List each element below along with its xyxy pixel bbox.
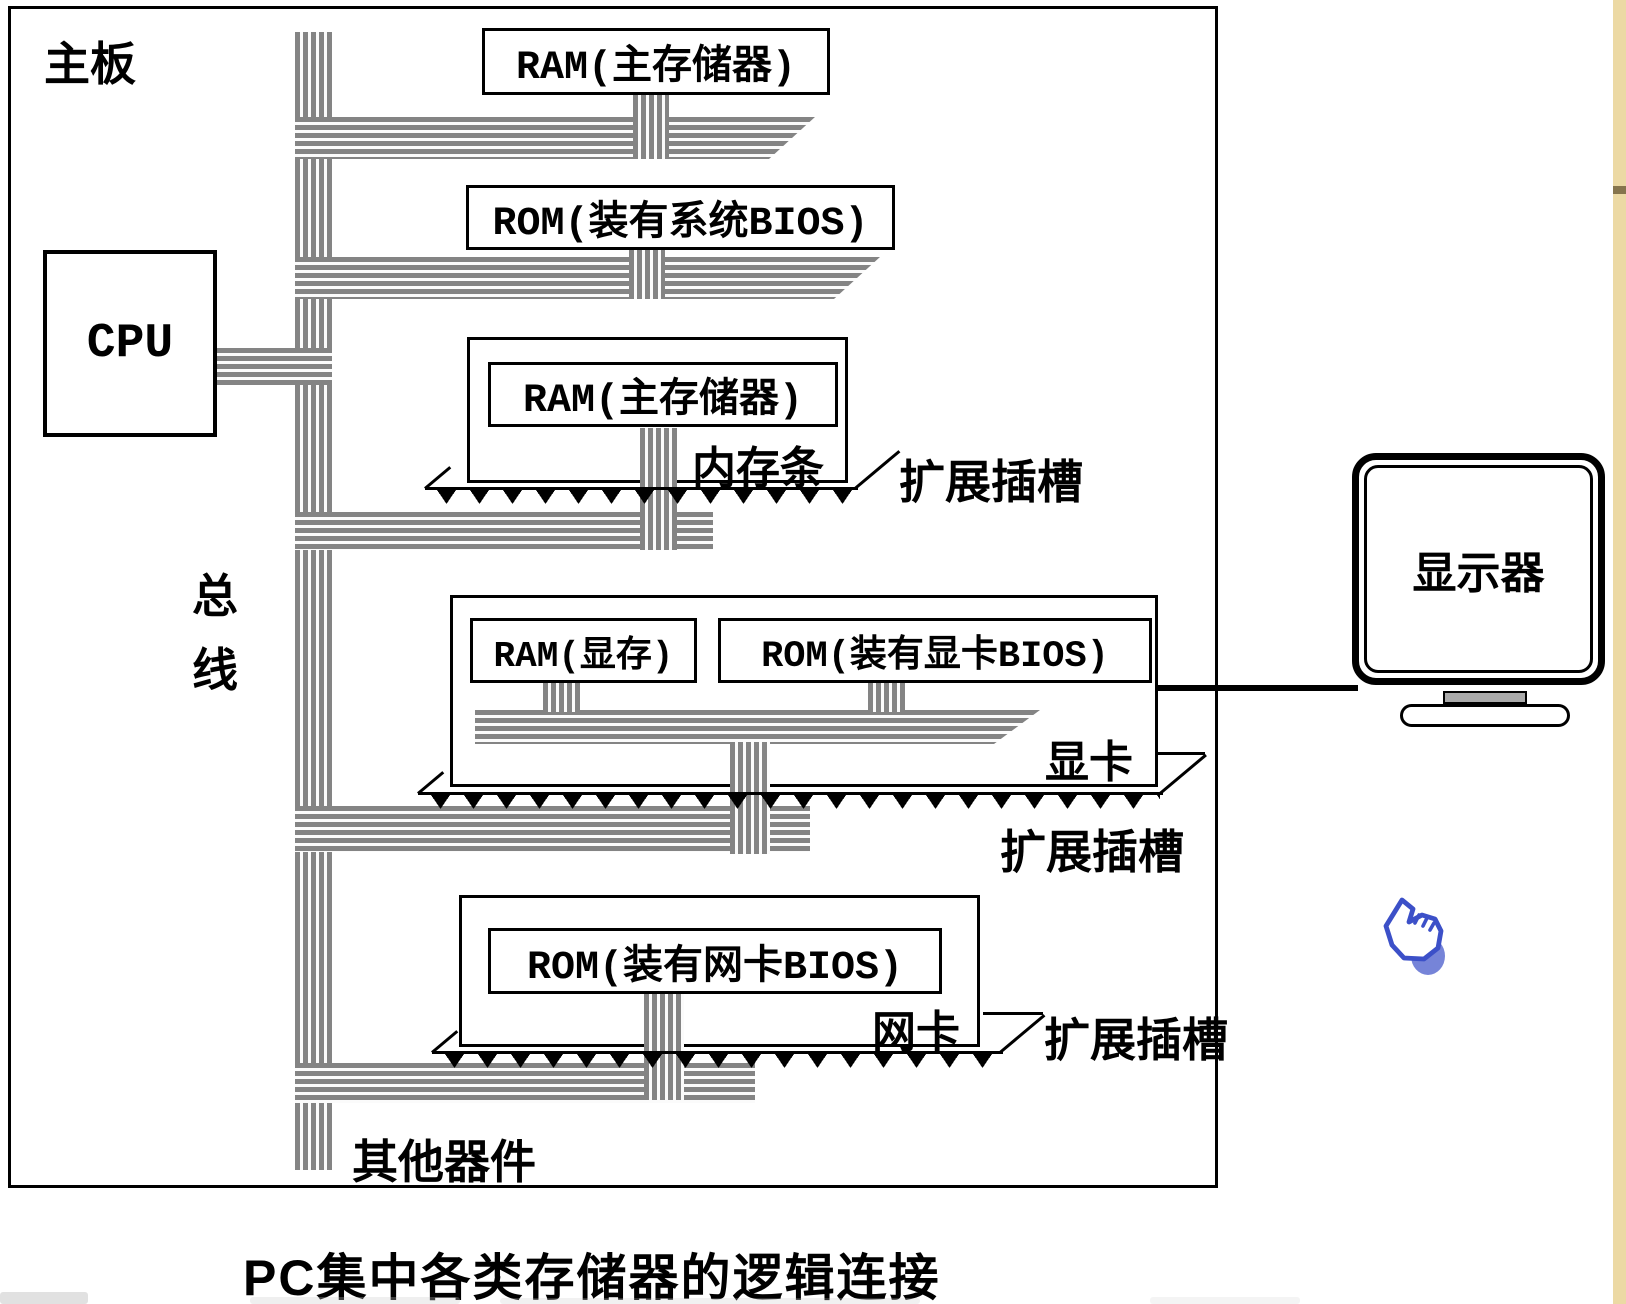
network-slot-label: 扩展插槽 bbox=[1044, 1014, 1228, 1066]
gpu-rom-text: ROM(装有显卡BIOS) bbox=[761, 636, 1109, 678]
monitor: 显示器 bbox=[1352, 453, 1605, 685]
bus-branch-ram-main bbox=[295, 117, 815, 159]
graphics-slot-teeth bbox=[424, 794, 1160, 809]
ram-main-box: RAM(主存储器) bbox=[482, 28, 830, 95]
monitor-screen: 显示器 bbox=[1364, 465, 1593, 673]
monitor-cable bbox=[1158, 685, 1358, 691]
memory-module-chip-box: RAM(主存储器) bbox=[488, 362, 838, 427]
network-slot-line bbox=[432, 1051, 1003, 1054]
window-edge-strip bbox=[1613, 0, 1626, 1304]
bottom-edge-artifact bbox=[500, 1298, 920, 1304]
bus-trunk bbox=[295, 32, 332, 1170]
rom-system-text: ROM(装有系统BIOS) bbox=[492, 202, 869, 247]
bottom-edge-artifact bbox=[1150, 1297, 1300, 1304]
vram-connector bbox=[543, 683, 580, 712]
bottom-edge-artifact bbox=[0, 1292, 88, 1304]
monitor-label: 显示器 bbox=[1412, 549, 1545, 598]
monitor-base bbox=[1400, 704, 1570, 727]
ram-main-connector bbox=[633, 95, 669, 159]
monitor-stand bbox=[1443, 691, 1527, 704]
ram-main-text: RAM(主存储器) bbox=[515, 46, 797, 91]
window-edge-strip-mark bbox=[1613, 186, 1626, 194]
bottom-edge-artifact bbox=[250, 1297, 460, 1304]
bus-label-line1: 总 bbox=[192, 570, 238, 622]
diagram-caption: PC集中各类存储器的逻辑连接 bbox=[243, 1250, 941, 1304]
motherboard-label: 主板 bbox=[44, 38, 136, 90]
network-card-connector bbox=[644, 994, 684, 1100]
cpu-box: CPU bbox=[43, 250, 217, 437]
cpu-bus-connector bbox=[217, 348, 332, 385]
gpu-rom-connector bbox=[868, 683, 905, 712]
nic-rom-text: ROM(装有网卡BIOS) bbox=[526, 945, 904, 991]
gpu-rom-box: ROM(装有显卡BIOS) bbox=[718, 618, 1152, 683]
rom-system-box: ROM(装有系统BIOS) bbox=[466, 185, 895, 250]
graphics-slot-line bbox=[418, 792, 1163, 795]
graphics-internal-bus bbox=[475, 710, 1040, 744]
rom-system-connector bbox=[629, 250, 665, 299]
memory-slot-label: 扩展插槽 bbox=[899, 456, 1083, 508]
vram-text: RAM(显存) bbox=[493, 635, 674, 677]
memory-slot-teeth bbox=[430, 489, 856, 504]
network-card-name: 网卡 bbox=[872, 1008, 960, 1057]
bus-branch-graphics-card bbox=[295, 806, 810, 852]
cpu-label: CPU bbox=[86, 316, 174, 371]
memory-slot-line bbox=[425, 487, 858, 490]
hand-pointer-cursor-icon bbox=[1383, 897, 1445, 975]
nic-rom-box: ROM(装有网卡BIOS) bbox=[488, 928, 942, 994]
memory-module-name: 内存条 bbox=[692, 444, 824, 493]
graphics-slot-label: 扩展插槽 bbox=[1000, 826, 1184, 878]
motherboard-outline bbox=[8, 6, 1218, 1188]
graphics-card-name: 显卡 bbox=[1045, 738, 1133, 787]
memory-module-chip-text: RAM(主存储器) bbox=[522, 379, 804, 424]
network-slot-top-stub bbox=[983, 1012, 1043, 1015]
vram-box: RAM(显存) bbox=[470, 618, 697, 683]
other-devices-label: 其他器件 bbox=[352, 1136, 536, 1188]
bus-branch-rom-system bbox=[295, 257, 880, 299]
graphics-slot-top-stub bbox=[1158, 752, 1205, 755]
network-slot-teeth bbox=[438, 1053, 1000, 1068]
bus-branch-network-card bbox=[295, 1063, 755, 1103]
bus-label-line2: 线 bbox=[192, 644, 238, 696]
